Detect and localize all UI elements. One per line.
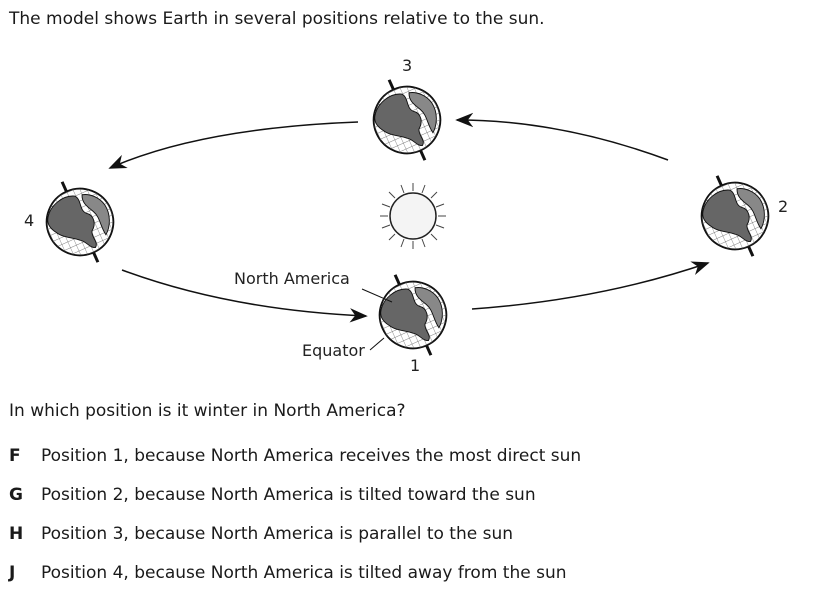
earth-position-1 xyxy=(368,270,458,360)
choice-letter: H xyxy=(9,524,24,544)
earth-position-2 xyxy=(690,171,780,261)
choice-h[interactable]: H Position 3, because North America is p… xyxy=(9,524,581,563)
choice-g[interactable]: G Position 2, because North America is t… xyxy=(9,485,581,524)
orbit-arrow-2-to-3 xyxy=(455,112,669,161)
answer-choices: F Position 1, because North America rece… xyxy=(9,446,581,602)
choice-letter: G xyxy=(9,485,23,505)
orbit-arrow-3-to-4 xyxy=(108,121,359,169)
choice-letter: F xyxy=(9,446,21,466)
orbit-arrow-4-to-1 xyxy=(121,269,368,323)
equator-label: Equator xyxy=(302,341,365,360)
choice-f[interactable]: F Position 1, because North America rece… xyxy=(9,446,581,485)
choice-text: Position 2, because North America is til… xyxy=(41,485,536,505)
position-4-label: 4 xyxy=(24,211,34,230)
intro-text: The model shows Earth in several positio… xyxy=(9,9,545,29)
earth-position-3 xyxy=(362,75,452,165)
equator-leader xyxy=(369,337,385,351)
choice-text: Position 4, because North America is til… xyxy=(41,563,567,583)
choice-text: Position 3, because North America is par… xyxy=(41,524,514,544)
position-3-label: 3 xyxy=(402,56,412,75)
choice-text: Position 1, because North America receiv… xyxy=(41,446,582,466)
earth-position-4 xyxy=(35,177,125,267)
position-2-label: 2 xyxy=(778,197,788,216)
choice-j[interactable]: J Position 4, because North America is t… xyxy=(9,563,581,602)
north-america-leader xyxy=(361,288,393,303)
choice-letter: J xyxy=(9,563,16,583)
north-america-label: North America xyxy=(234,269,350,288)
question-text: In which position is it winter in North … xyxy=(9,401,406,421)
orbit-arrow-1-to-2 xyxy=(471,261,710,310)
orbit-diagram: 1 2 3 4 North America Equator xyxy=(24,56,788,375)
position-1-label: 1 xyxy=(410,356,420,375)
sun-icon xyxy=(380,183,446,249)
